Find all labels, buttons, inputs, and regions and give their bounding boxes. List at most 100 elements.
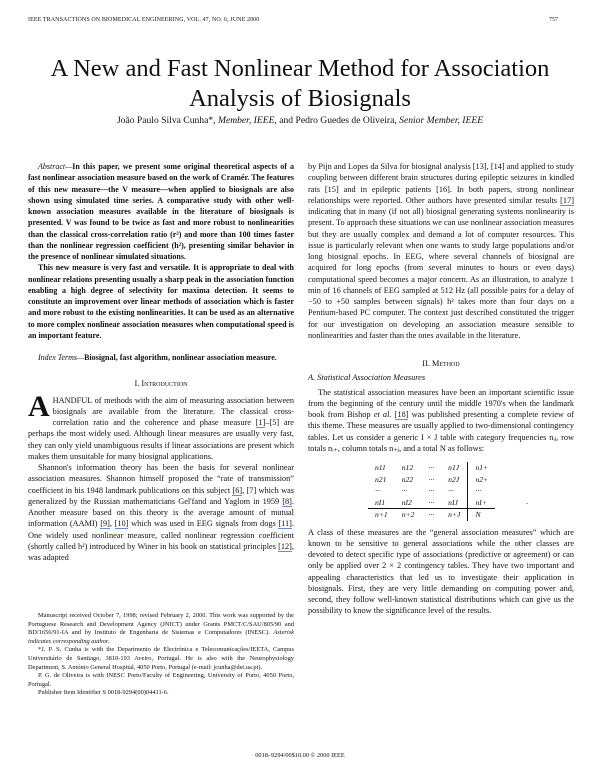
- text-run: The statistical association measures hav…: [308, 387, 574, 420]
- table-cell: n1J: [448, 463, 460, 473]
- table-cell: n+J: [448, 510, 461, 520]
- table-cell: n2J: [448, 474, 460, 484]
- intro-paragraph-2: Shannon's information theory has been th…: [28, 462, 294, 563]
- footnote-publisher-id: Publisher Item Identifier S 0018-9294(00…: [38, 689, 169, 697]
- page-number: 757: [549, 17, 558, 23]
- citation-link[interactable]: [11]: [278, 519, 292, 530]
- text-run: indicating that in many (if not all) bio…: [308, 207, 574, 340]
- citation-link[interactable]: [12]: [278, 541, 292, 552]
- paragraph-text: Shannon's information theory has been th…: [28, 463, 294, 562]
- paragraph-text: by Pijn and Lopes da Silva for biosignal…: [308, 162, 574, 340]
- table-cell: ···: [428, 463, 435, 473]
- table-cell: nIJ: [441, 496, 468, 509]
- table-row: ··· ··· ··· ··· ···: [368, 485, 496, 497]
- right-paragraph-1: by Pijn and Lopes da Silva for biosignal…: [308, 161, 574, 341]
- abstract-paragraph-2: This new measure is very fast and versat…: [28, 263, 294, 340]
- text-run: –[5] are perhaps the most widely used. A…: [28, 418, 294, 461]
- row-total-cell: nI+: [467, 496, 496, 509]
- citation-link[interactable]: [17]: [560, 195, 574, 206]
- section-heading-method: II. Method: [308, 358, 574, 369]
- table-cell: ···: [428, 486, 435, 496]
- index-terms-label: Index Terms—: [38, 353, 85, 362]
- abstract-paragraph-1: Abstract—In this paper, we present some …: [28, 161, 294, 262]
- text-run: HANDFUL of methods with the aim of measu…: [52, 395, 294, 428]
- copyright-footer: 0018–9294/00$10.00 © 2000 IEEE: [255, 752, 345, 759]
- section-heading-introduction: I. Introduction: [28, 378, 294, 389]
- table-cell: nI1: [368, 496, 395, 509]
- text-run: was published presenting a complete revi…: [308, 410, 575, 453]
- abstract-text-1: In this paper, we present some original …: [28, 162, 294, 261]
- footnotes: Manuscript received October 7, 1998; rev…: [28, 612, 294, 698]
- table-cell: ···: [421, 496, 442, 509]
- right-column: by Pijn and Lopes da Silva for biosignal…: [308, 161, 574, 617]
- citation-link[interactable]: [8]: [282, 496, 292, 507]
- text-run: Shannon's information theory has been th…: [28, 463, 294, 495]
- text-run: which was used in EEG signals from dogs: [128, 519, 279, 529]
- table-cell: ···: [375, 486, 381, 496]
- row-total-cell: N: [467, 508, 496, 521]
- left-column: Abstract—In this paper, we present some …: [28, 161, 294, 563]
- title-line-1: A New and Fast Nonlinear Method for Asso…: [50, 55, 550, 82]
- subsection-heading: A. Statistical Association Measures: [308, 373, 426, 383]
- section-title: Method: [431, 359, 460, 368]
- index-terms-paragraph: Index Terms—Biosignal, fast algorithm, n…: [28, 352, 294, 363]
- table-cell: n+1: [375, 510, 388, 520]
- table-cell: n21: [375, 474, 387, 484]
- table-cell: ···: [448, 486, 454, 496]
- table-cell: n22: [401, 474, 414, 484]
- text-run: et al.: [373, 410, 392, 419]
- author-1-role: Member, IEEE,: [217, 115, 277, 126]
- abstract-label: Abstract—: [38, 162, 73, 171]
- citation-link[interactable]: [18]: [394, 410, 409, 420]
- footnote-manuscript: Manuscript received October 7, 1998; rev…: [28, 612, 294, 646]
- running-head: IEEE TRANSACTIONS ON BIOMEDICAL ENGINEER…: [28, 17, 260, 23]
- text-run: ,: [109, 519, 115, 529]
- row-total-cell: n1+: [467, 462, 496, 474]
- text-run: A class of these measures are the “gener…: [308, 527, 574, 616]
- method-paragraph-1: The statistical association measures hav…: [308, 387, 574, 455]
- citation-link[interactable]: [1]: [255, 418, 266, 428]
- citation-link[interactable]: [10]: [114, 519, 129, 530]
- footnote-author-1: *J. P. S. Cunha is with the Departmento …: [28, 646, 294, 671]
- footnote-author-2: P. G. de Oliveira is with INESC Porto/Fa…: [28, 672, 294, 688]
- text-run: , [7] which was generalized by the Russi…: [28, 485, 294, 506]
- footnote-asterisk-note: Asterisk indicates corresponding author.: [28, 629, 294, 645]
- index-terms-text: Biosignal, fast algorithm, nonlinear ass…: [84, 353, 277, 362]
- text-run: by Pijn and Lopes da Silva for biosignal…: [308, 162, 574, 205]
- table-cell: n11: [375, 463, 386, 473]
- section-number: I.: [134, 379, 140, 389]
- index-terms: Index Terms—Biosignal, fast algorithm, n…: [28, 352, 294, 363]
- table-cell: ···: [428, 510, 435, 520]
- paragraph-text: A class of these measures are the “gener…: [308, 528, 574, 616]
- abstract: Abstract—In this paper, we present some …: [28, 161, 294, 341]
- title-line-2: Analysis of Biosignals: [189, 85, 411, 112]
- section-title: Introduction: [141, 379, 188, 389]
- paragraph-text: HANDFUL of methods with the aim of measu…: [28, 396, 294, 461]
- row-total-cell: ···: [467, 485, 496, 497]
- table-cell: n+2: [401, 510, 415, 520]
- author-2-role: Senior Member, IEEE: [399, 115, 484, 126]
- table-cell: ···: [428, 474, 435, 484]
- footnote-text: Manuscript received October 7, 1998; rev…: [28, 612, 294, 637]
- drop-cap: A: [28, 389, 50, 423]
- text-run: . One widely used nonlinear measure, cal…: [28, 519, 294, 551]
- author-2: and Pedro Guedes de Oliveira,: [279, 115, 397, 126]
- text-run: . Another measure based on this theory i…: [28, 496, 294, 529]
- author-1: João Paulo Silva Cunha*,: [116, 115, 216, 126]
- table-totals-row: n+1 n+2 ··· n+J N: [368, 508, 496, 521]
- paragraph-text: The statistical association measures hav…: [308, 388, 574, 453]
- table-cell: ···: [401, 486, 408, 496]
- authors: João Paulo Silva Cunha*, Member, IEEE, a…: [0, 115, 600, 126]
- method-paragraph-2: A class of these measures are the “gener…: [308, 527, 574, 617]
- citation-link[interactable]: [9]: [100, 519, 110, 530]
- text-run: , was adapted: [28, 541, 294, 562]
- citation-link[interactable]: [6]: [232, 485, 243, 496]
- table-trailing-period: .: [526, 497, 528, 506]
- table-cell: nI2: [394, 496, 422, 509]
